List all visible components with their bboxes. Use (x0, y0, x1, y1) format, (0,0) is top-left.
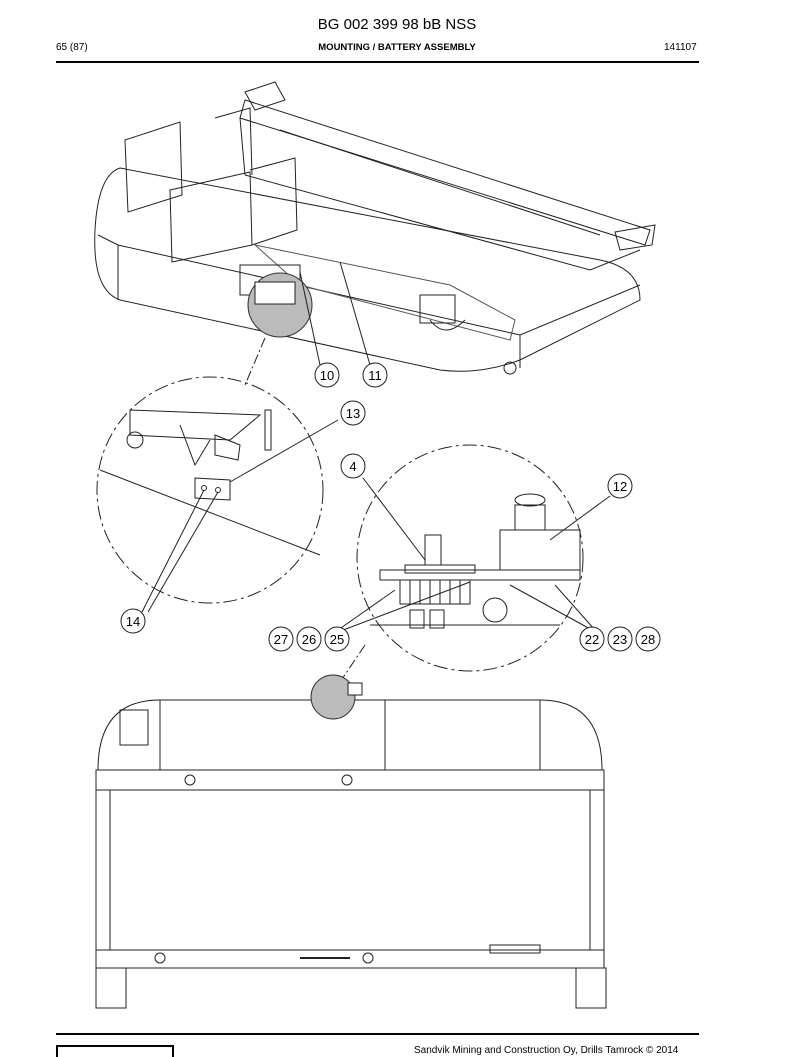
document-title: BG 002 399 98 bB NSS (317, 16, 477, 33)
header-rule (56, 61, 699, 63)
callout-label: 14 (126, 614, 140, 629)
frame-isometric (94, 81, 656, 375)
section-title: MOUNTING / BATTERY ASSEMBLY (318, 42, 476, 53)
callout-14 (120, 608, 146, 634)
callout-label: 4 (349, 459, 356, 474)
page-number: 65 (87) (56, 42, 88, 53)
callout-22 (579, 626, 605, 652)
footer-rule (56, 1033, 699, 1035)
callout-label: 27 (274, 632, 288, 647)
callout-25 (324, 626, 350, 652)
callout-12 (607, 473, 633, 499)
callout-label: 13 (346, 406, 360, 421)
callout-label: 23 (613, 632, 627, 647)
callout-4 (340, 453, 366, 479)
callout-label: 10 (320, 368, 334, 383)
footer-logo (56, 1045, 174, 1057)
callout-label: 12 (613, 479, 627, 494)
callout-27 (268, 626, 294, 652)
detail-view-a (96, 376, 339, 613)
callout-28 (635, 626, 661, 652)
callout-label: 28 (641, 632, 655, 647)
callout-11 (362, 362, 388, 388)
callout-26 (296, 626, 322, 652)
frame-plan-view (95, 674, 607, 1009)
callout-10 (314, 362, 340, 388)
callout-23 (607, 626, 633, 652)
callout-13 (340, 400, 366, 426)
callout-label: 22 (585, 632, 599, 647)
footer-copyright: Sandvik Mining and Construction Oy, Dril… (414, 1045, 679, 1056)
document-date: 141107 (664, 42, 697, 53)
callout-label: 25 (330, 632, 344, 647)
detail-view-b (337, 444, 611, 672)
callout-label: 11 (368, 368, 382, 383)
callout-label: 26 (302, 632, 316, 647)
callouts (120, 362, 661, 652)
